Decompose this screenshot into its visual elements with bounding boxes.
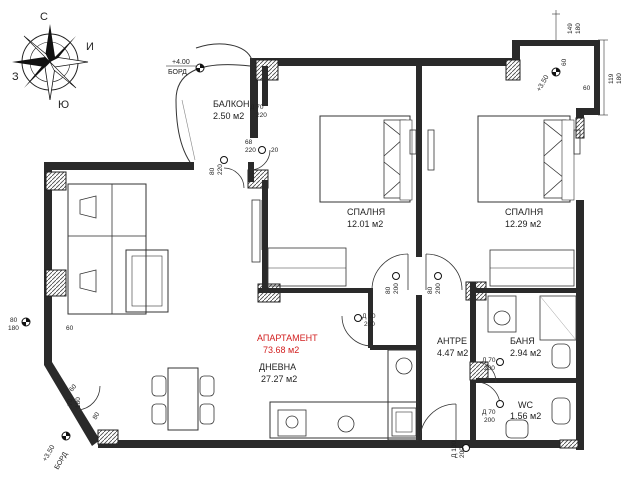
bedroom-2-area: 12.29 м2 (505, 219, 541, 229)
bath-door-bottom: 200 (484, 365, 495, 372)
right-60-b: 60 (583, 85, 591, 92)
apartment-area: 73.68 м2 (263, 345, 299, 355)
balcony-door-top: Д 70 (250, 104, 264, 111)
wc-area: 1.56 м2 (510, 411, 541, 421)
wc-name: WC (518, 400, 533, 410)
right-window-149-bottom: 180 (575, 23, 582, 34)
level-marker-left: +3.50 БОРД (42, 431, 71, 471)
left-angled-2: 180 (75, 397, 82, 408)
level-marker-top: +4.00 БОРД (166, 59, 205, 76)
window-marker-left (21, 317, 31, 327)
level-top-value: +4.00 (172, 59, 190, 66)
hall-area: 4.47 м2 (437, 348, 468, 358)
compass-east-label: И (86, 41, 94, 53)
compass-south-label: Ю (58, 99, 69, 111)
level-left-label: БОРД (54, 451, 70, 471)
living-door-top: Д 90 (362, 313, 376, 320)
balcony: БАЛКОН 2.50 м2 (175, 43, 253, 163)
compass-north-label: С (40, 11, 48, 23)
bathroom: БАНЯ 2.94 м2 (487, 295, 577, 369)
bath-name: БАНЯ (510, 336, 535, 346)
bath-door-top: Д 70 (482, 357, 496, 364)
living-name: ДНЕВНА (259, 362, 296, 372)
bedroom-1: СПАЛНЯ 12.01 м2 (267, 115, 413, 287)
compass: С Ю И З (12, 11, 94, 111)
level-right-value: +3.50 (536, 74, 551, 93)
bedroom-1-door-top: 80 (385, 286, 392, 294)
right-dimension-lines (552, 10, 608, 116)
bedroom-2-name: СПАЛНЯ (505, 207, 543, 217)
opening-markers (220, 146, 504, 452)
balcony-name: БАЛКОН (213, 99, 249, 109)
entrance-door-bottom: 200 (459, 447, 466, 458)
right-window-149-top: 149 (567, 23, 574, 34)
left-window-bottom: 180 (8, 325, 19, 332)
compass-west-label: З (12, 71, 19, 83)
radiators (251, 129, 581, 263)
right-window-119-top: 119 (608, 73, 615, 84)
left-angled-3: 60 (68, 383, 78, 393)
window-68-top: 68 (245, 139, 253, 146)
wc: WC 1.56 м2 (505, 397, 571, 439)
right-60-a: 60 (561, 58, 568, 66)
hall: АНТРЕ 4.47 м2 (437, 336, 468, 358)
door-80-220-top: 80 (209, 167, 216, 175)
bath-area: 2.94 м2 (510, 348, 541, 358)
level-marker-right: +3.50 (536, 67, 561, 93)
level-left-value: +3.50 (42, 444, 57, 463)
bedroom-1-door-bottom: 200 (393, 283, 400, 294)
bedroom-1-area: 12.01 м2 (347, 219, 383, 229)
living-door-bottom: 200 (364, 321, 375, 328)
left-angled-4: 80 (92, 411, 102, 421)
apartment-name: АПАРТАМЕНТ (257, 333, 318, 343)
hall-name: АНТРЕ (437, 336, 467, 346)
balcony-area: 2.50 м2 (213, 111, 244, 121)
entrance-door-top: Д 100 (451, 441, 458, 458)
level-top-label: БОРД (168, 69, 187, 76)
left-window-top: 80 (10, 317, 18, 324)
door-swings (77, 149, 501, 441)
interior-walls (248, 62, 580, 445)
dimension-labels: Д 70 220 68 220 20 80 220 80 200 80 200 … (8, 23, 623, 458)
wc-door-bottom: 200 (484, 417, 495, 424)
balcony-door-bottom: 220 (256, 112, 267, 119)
columns (45, 59, 585, 449)
window-20: 20 (271, 147, 279, 154)
living-area: 27.27 м2 (261, 374, 297, 384)
door-80-220-bottom: 220 (217, 164, 224, 175)
bedroom-2-door-bottom: 200 (435, 283, 442, 294)
living-room: АПАРТАМЕНТ 73.68 м2 ДНЕВНА 27.27 м2 (67, 183, 419, 441)
exterior-walls (44, 40, 600, 450)
left-angled-1: 70 (67, 398, 74, 406)
window-68-bottom: 220 (245, 147, 256, 154)
bedroom-1-name: СПАЛНЯ (347, 207, 385, 217)
bedroom-2: СПАЛНЯ 12.29 м2 (477, 115, 575, 287)
right-window-119-bottom: 180 (616, 73, 623, 84)
wc-door-top: Д 70 (482, 409, 496, 416)
bedroom-2-door-top: 80 (427, 286, 434, 294)
left-60: 60 (66, 325, 74, 332)
